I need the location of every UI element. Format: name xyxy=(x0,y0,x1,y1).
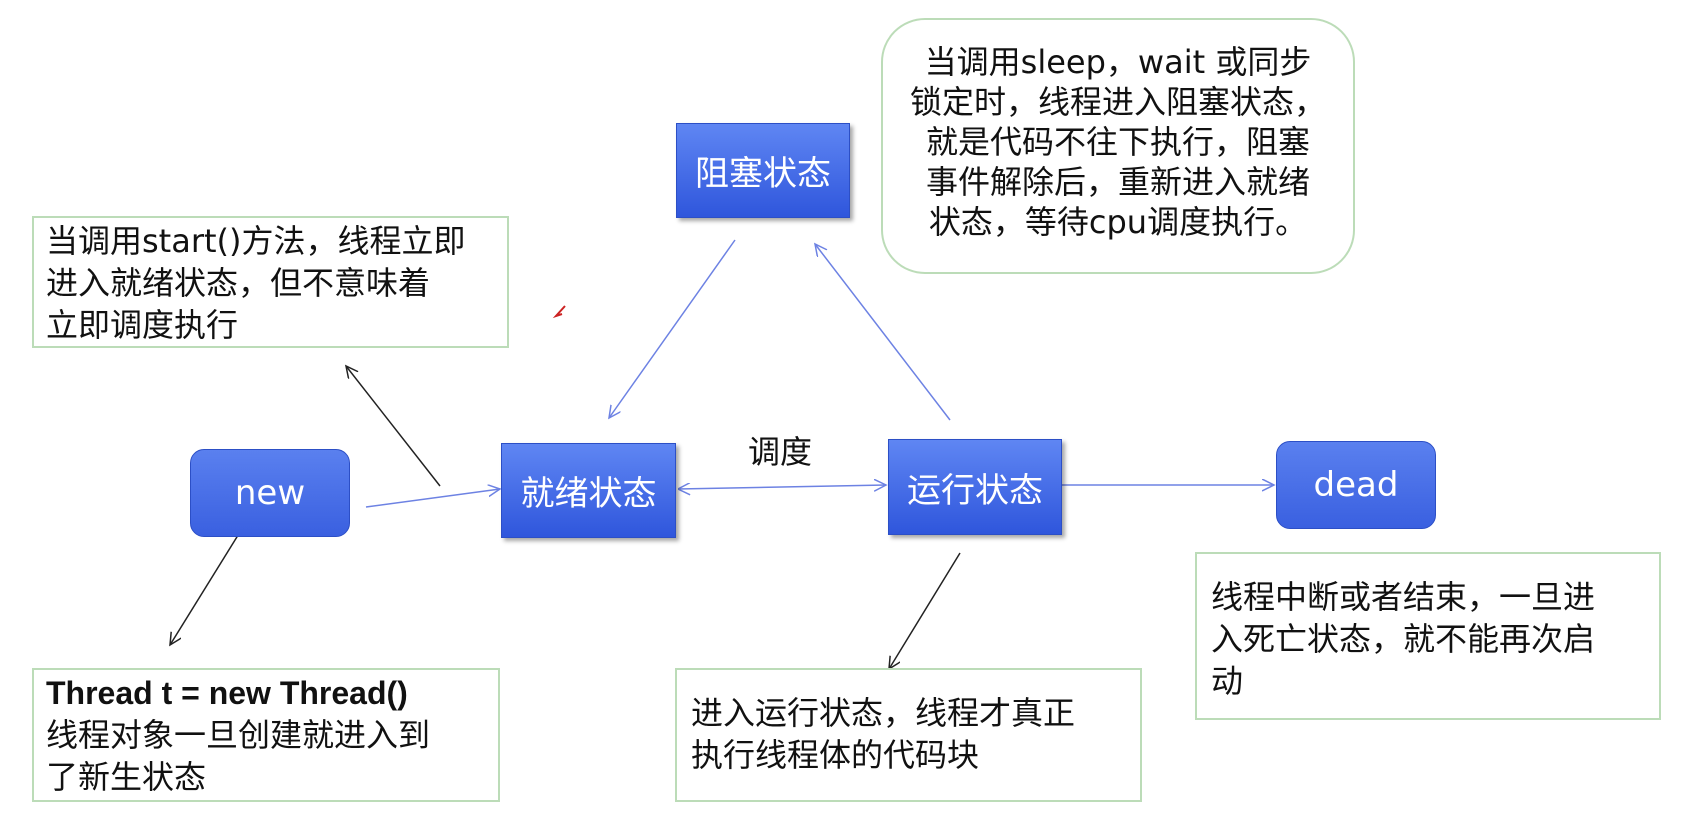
note-new-line-1: 线程对象一旦创建就进入到 xyxy=(46,716,431,754)
callout-arrow-running-note xyxy=(889,552,961,669)
state-running: 运行状态 xyxy=(888,439,1062,535)
state-running-label: 运行状态 xyxy=(907,470,1043,511)
note-blocked-line-4: 事件解除后，重新进入就绪 xyxy=(925,163,1310,201)
note-running: 进入运行状态，线程才真正 执行线程体的代码块 xyxy=(675,668,1142,802)
note-dead: 线程中断或者结束，一旦进 入死亡状态，就不能再次启 动 xyxy=(1195,552,1661,720)
note-blocked-line-5: 状态，等待cpu调度执行。 xyxy=(928,203,1308,241)
arrow-new-to-ready xyxy=(365,489,500,508)
note-new-line-2: 了新生状态 xyxy=(46,758,207,796)
note-running-line-2: 执行线程体的代码块 xyxy=(691,736,980,774)
note-blocked: 当调用sleep，wait 或同步 锁定时，线程进入阻塞状态， 就是代码不往下执… xyxy=(881,18,1355,274)
callout-arrow-new-note xyxy=(170,531,241,645)
note-dead-line-3: 动 xyxy=(1211,662,1244,700)
arrow-ready-running xyxy=(678,485,886,489)
state-dead-label: dead xyxy=(1313,465,1399,505)
arrow-blocked-to-ready xyxy=(609,239,736,418)
state-blocked: 阻塞状态 xyxy=(676,123,850,218)
state-ready-label: 就绪状态 xyxy=(520,474,657,514)
note-start-line-1: 当调用start()方法，线程立即 xyxy=(46,222,466,260)
note-start-line-3: 立即调度执行 xyxy=(46,306,239,344)
note-blocked-line-3: 就是代码不往下执行，阻塞 xyxy=(925,123,1310,161)
edge-label-schedule: 调度 xyxy=(748,433,813,471)
note-new-code: Thread t = new Thread() xyxy=(46,675,408,711)
callout-arrow-start-note xyxy=(346,366,441,487)
note-running-line-1: 进入运行状态，线程才真正 xyxy=(691,694,1076,732)
note-dead-line-2: 入死亡状态，就不能再次启 xyxy=(1211,620,1596,658)
cursor-mark xyxy=(552,305,566,319)
note-new: Thread t = new Thread() 线程对象一旦创建就进入到 了新生… xyxy=(32,668,500,802)
state-ready: 就绪状态 xyxy=(501,443,676,538)
note-blocked-line-1: 当调用sleep，wait 或同步 xyxy=(924,43,1312,81)
state-new-label: new xyxy=(234,473,306,513)
note-start-line-2: 进入就绪状态，但不意味着 xyxy=(46,264,431,302)
state-blocked-label: 阻塞状态 xyxy=(695,154,831,194)
note-dead-line-1: 线程中断或者结束，一旦进 xyxy=(1211,578,1596,616)
note-blocked-line-2: 锁定时，线程进入阻塞状态， xyxy=(909,83,1326,121)
state-dead: dead xyxy=(1276,441,1436,529)
note-start: 当调用start()方法，线程立即 进入就绪状态，但不意味着 立即调度执行 xyxy=(32,216,509,348)
arrow-running-to-blocked xyxy=(815,244,951,421)
state-new: new xyxy=(190,449,350,537)
